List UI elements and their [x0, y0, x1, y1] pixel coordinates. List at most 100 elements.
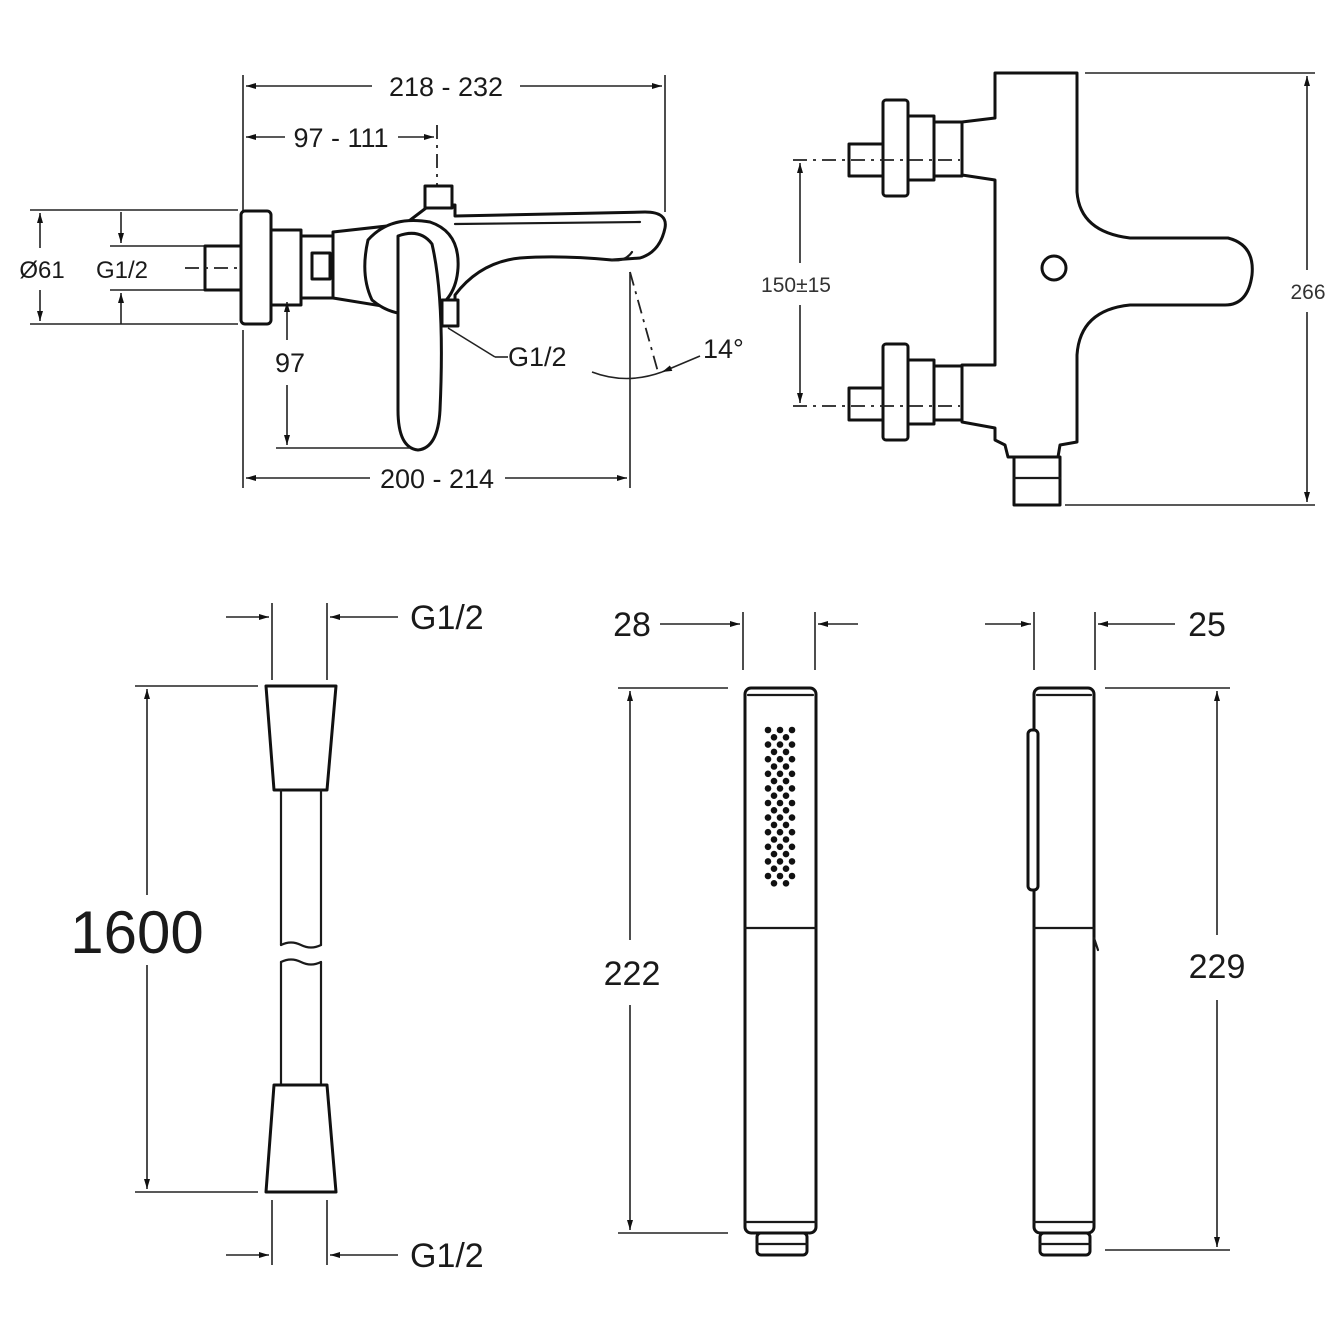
- lower-inlet-stub: [847, 386, 885, 422]
- dim-handshower-side-length: 229: [1189, 948, 1246, 986]
- nozzle-dot: [770, 880, 778, 887]
- nozzle-dot: [788, 755, 796, 763]
- lower-inlet-connector: [932, 364, 964, 422]
- nozzle-dot: [770, 734, 778, 741]
- nozzle-dot: [770, 807, 778, 814]
- nozzle-dot: [776, 814, 784, 821]
- nozzle-dot: [776, 770, 784, 778]
- leader-line: [447, 327, 496, 358]
- nozzle-dot: [764, 770, 772, 778]
- lower-inlet-flange: [881, 342, 910, 442]
- nozzle-dot: [782, 792, 790, 799]
- nozzle-grid: [764, 726, 796, 887]
- nozzle-dot: [782, 865, 790, 872]
- nozzle-dot: [788, 785, 796, 792]
- nozzle-dot: [788, 799, 796, 807]
- nozzle-dot: [782, 734, 790, 741]
- hose-lower: [279, 960, 323, 1087]
- hose-top-nut: [264, 684, 338, 792]
- nozzle-dot: [788, 858, 796, 865]
- dim-handshower-side-width: 25: [1188, 606, 1226, 644]
- upper-inlet-connector: [932, 120, 964, 178]
- hose-break: [279, 941, 323, 949]
- connector-inner: [310, 251, 332, 281]
- dim-flange-diameter: Ø61: [19, 257, 64, 284]
- nozzle-dot: [764, 814, 772, 821]
- nozzle-dot: [776, 858, 784, 865]
- dim-outlet-thread: G1/2: [508, 342, 567, 372]
- nozzle-dot: [782, 807, 790, 814]
- nozzle-dot: [764, 858, 772, 865]
- nozzle-dot: [770, 836, 778, 843]
- dim-handshower-front-width: 28: [613, 606, 651, 644]
- nozzle-dot: [776, 828, 784, 836]
- handshower-front-body: [743, 686, 818, 1235]
- dim-hose-length: 1600: [70, 899, 203, 966]
- nozzle-dot: [764, 755, 772, 763]
- dim-inlet-thread: G1/2: [96, 257, 148, 284]
- angle-line: [629, 271, 659, 373]
- wall-flange: [239, 209, 273, 326]
- nozzle-dot: [764, 799, 772, 807]
- nozzle-dot: [788, 814, 796, 821]
- nozzle-dot: [788, 770, 796, 778]
- handshower-side-view: 25 229: [985, 606, 1246, 1257]
- nozzle-dot: [776, 799, 784, 807]
- hose-view: G1/2 1600 G1/2: [70, 599, 483, 1275]
- nozzle-dot: [764, 785, 772, 792]
- nozzle-dot: [782, 850, 790, 858]
- hose-upper: [279, 788, 323, 947]
- nozzle-dot: [764, 828, 772, 836]
- handshower-front-view: 28 222: [604, 606, 858, 1257]
- dim-hose-bottom-thread: G1/2: [410, 1237, 484, 1275]
- nozzle-dot: [770, 763, 778, 770]
- nozzle-dot: [770, 850, 778, 858]
- outlet-stub: [440, 298, 460, 328]
- hose-bottom-nut: [264, 1083, 338, 1194]
- nozzle-dot: [782, 836, 790, 843]
- nozzle-dot: [776, 755, 784, 763]
- lower-inlet-nut: [906, 358, 936, 426]
- nozzle-dot: [770, 865, 778, 872]
- nozzle-dot: [776, 872, 784, 880]
- nozzle-dot: [770, 777, 778, 785]
- nozzle-dot: [776, 785, 784, 792]
- dim-hose-top-thread: G1/2: [410, 599, 484, 637]
- handshower-side-body: [1032, 686, 1096, 1235]
- nozzle-dot: [764, 843, 772, 851]
- dim-handle-height: 97: [275, 348, 305, 378]
- dim-spout-reach: 200 - 214: [380, 464, 494, 494]
- upper-inlet-flange: [881, 98, 910, 198]
- nozzle-dot: [788, 726, 796, 734]
- nozzle-dot: [770, 748, 778, 756]
- nozzle-dot: [788, 828, 796, 836]
- nozzle-dot: [788, 843, 796, 851]
- nozzle-dot: [788, 741, 796, 748]
- mixer-side-view: 218 - 232 97 - 111 Ø61 G1/2: [19, 72, 744, 494]
- bottom-outlet: [1012, 455, 1062, 507]
- upper-inlet-nut: [906, 114, 936, 182]
- nozzle-dot: [770, 792, 778, 799]
- dim-overall-length: 218 - 232: [389, 72, 503, 102]
- nozzle-dot: [770, 821, 778, 829]
- flange-nut: [269, 228, 303, 307]
- dim-mixer-height: 266: [1290, 281, 1325, 304]
- nozzle-dot: [782, 748, 790, 756]
- side-nozzle-profile: [1026, 728, 1040, 892]
- mixer-body-top: [960, 71, 1254, 459]
- nozzle-dot: [764, 726, 772, 734]
- angle-leader: [661, 355, 701, 373]
- nozzle-dot: [776, 726, 784, 734]
- nozzle-dot: [764, 741, 772, 748]
- mounting-hole: [1040, 254, 1068, 282]
- dim-handshower-front-length: 222: [604, 955, 661, 993]
- nozzle-dot: [782, 763, 790, 770]
- nozzle-dot: [764, 872, 772, 880]
- dim-spout-angle: 14°: [703, 334, 744, 364]
- handle-lever: [396, 231, 443, 452]
- dim-inlet-spacing: 150±15: [761, 274, 831, 297]
- side-notch: [1092, 936, 1100, 952]
- spout-outlet: [610, 250, 634, 262]
- nozzle-dot: [776, 741, 784, 748]
